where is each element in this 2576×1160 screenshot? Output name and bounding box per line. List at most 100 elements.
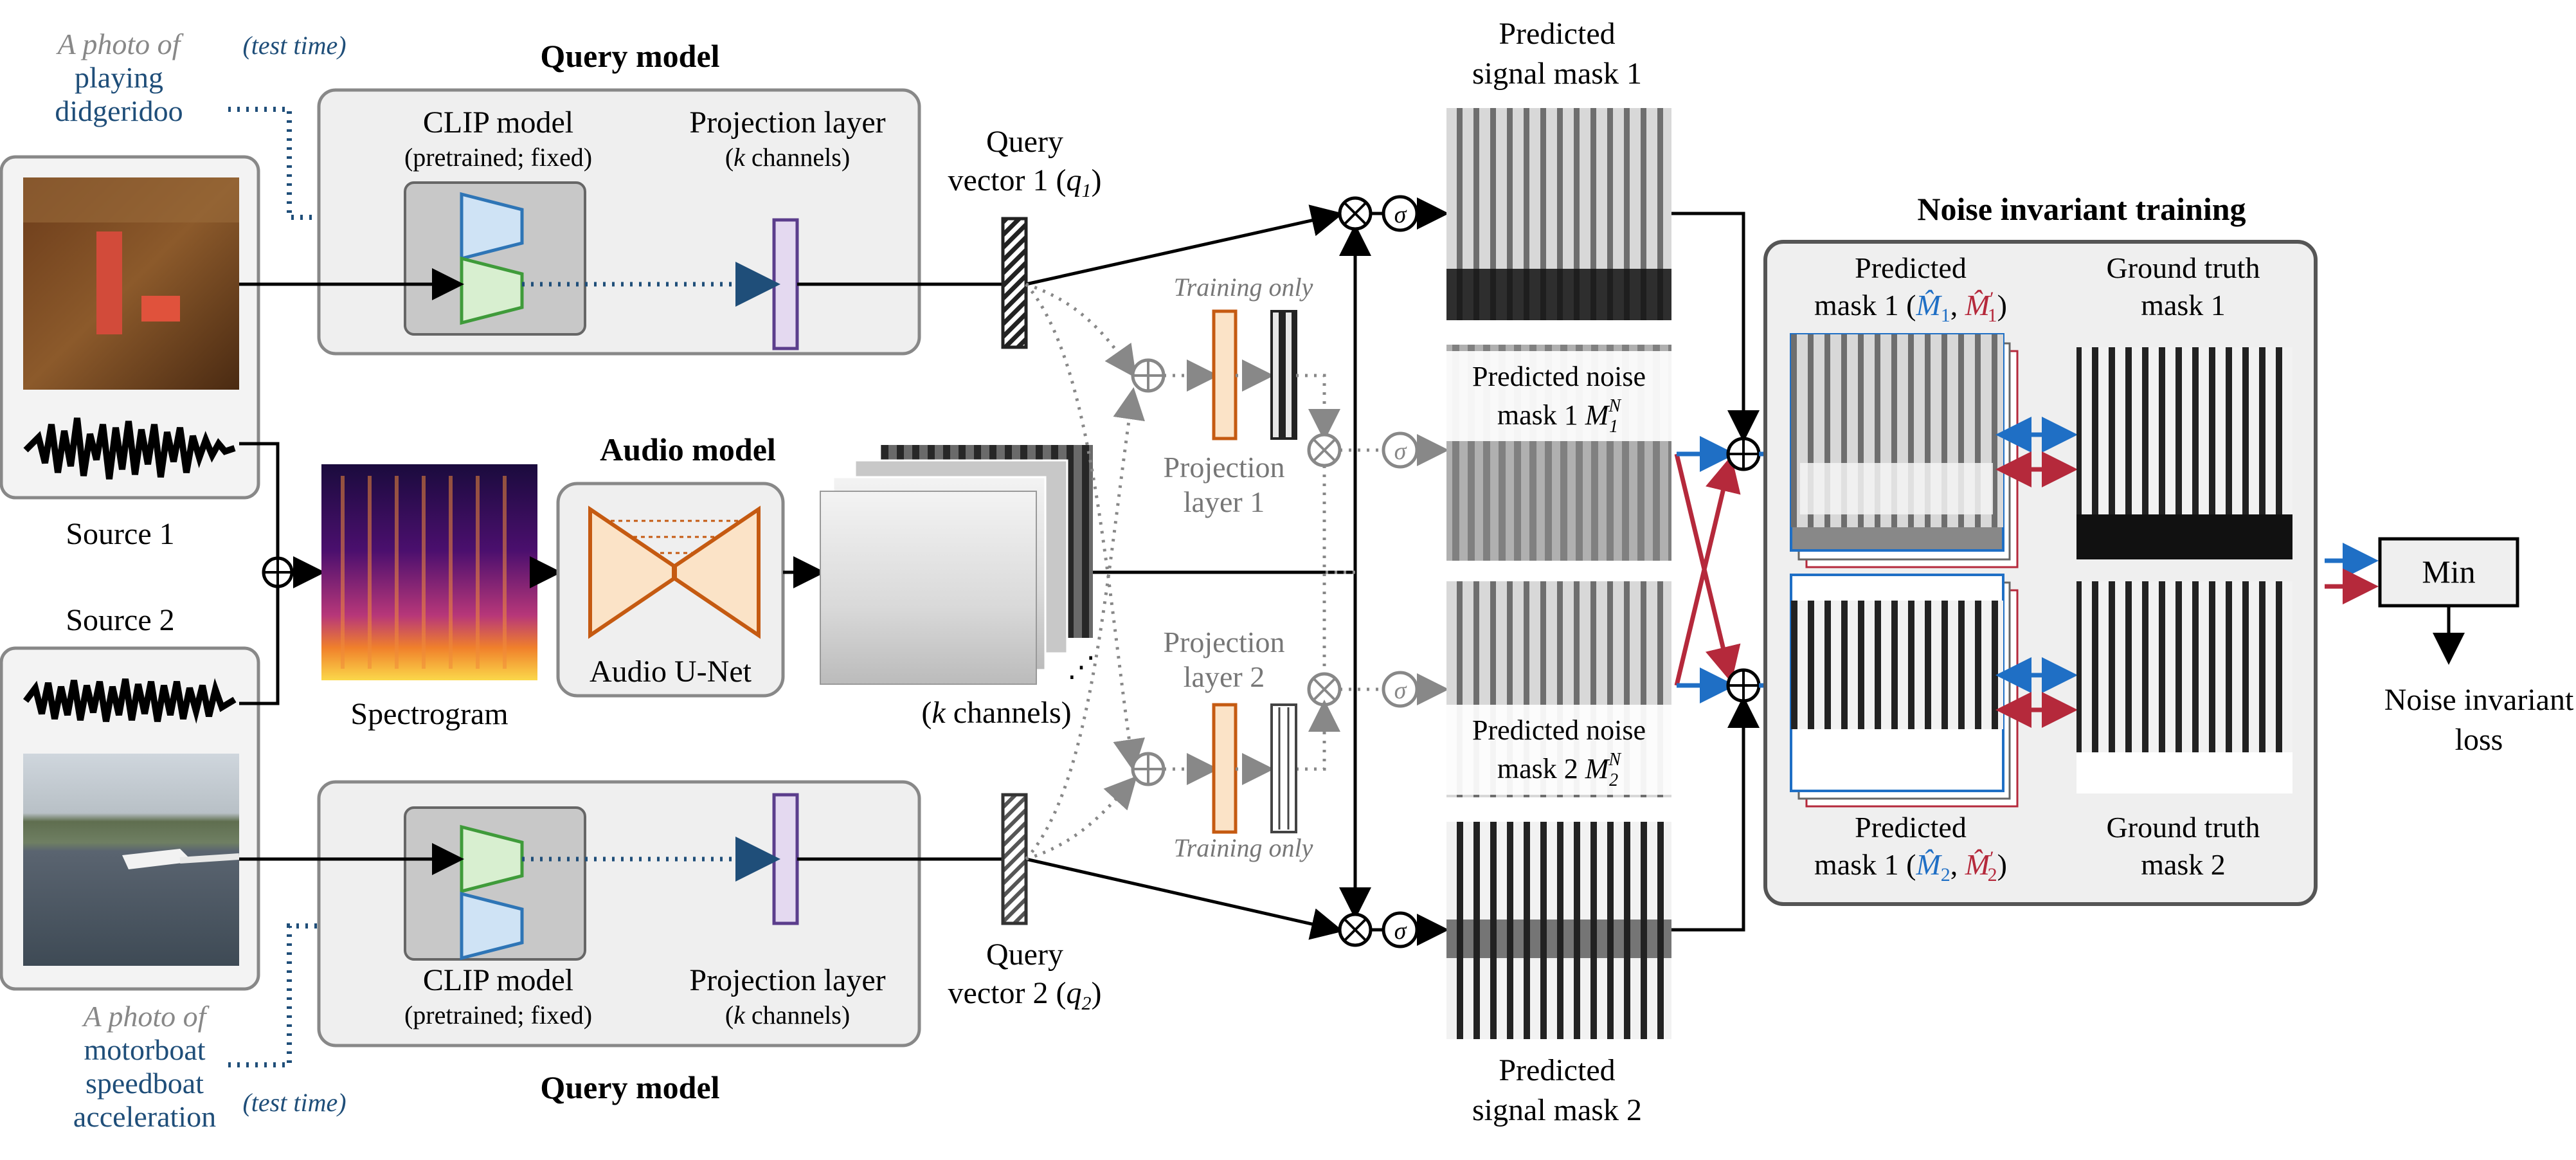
noise-query-2-to-mult bbox=[1296, 700, 1340, 771]
gt-2-line-2: mask 2 bbox=[2141, 848, 2226, 881]
query-model-top: Query model CLIP model (pretrained; fixe… bbox=[317, 38, 921, 356]
source-2-photo-wake bbox=[179, 853, 240, 864]
mult-bottom-group: σ bbox=[1338, 911, 1449, 948]
q1-to-add1-dotted bbox=[1025, 282, 1137, 379]
text-query-1-line-2: didgeridoo bbox=[55, 95, 183, 127]
text-query-2-caption: A photo of bbox=[82, 1000, 210, 1033]
noise-query-2-lines bbox=[1278, 707, 1290, 829]
signal-mask-1-line-2: signal mask 1 bbox=[1472, 57, 1642, 91]
proj-2-line-1: Projection bbox=[1163, 626, 1284, 658]
clip-top-title: CLIP model bbox=[423, 105, 573, 140]
text-query-1-caption: A photo of bbox=[56, 28, 185, 60]
clip-bottom-sub: (pretrained; fixed) bbox=[404, 1001, 592, 1029]
noise-mask-2-line-1: Predicted noise bbox=[1472, 714, 1646, 746]
source-1-to-mix bbox=[239, 442, 280, 559]
source-1-photo-detail bbox=[23, 177, 239, 222]
signal-2-to-sum-2 bbox=[1671, 696, 1760, 932]
source-1-group: Source 1 bbox=[0, 155, 260, 551]
loss-line-1: Noise invariant bbox=[2384, 683, 2574, 717]
noise-mask-1-label-bg bbox=[1446, 351, 1671, 441]
feature-channels-label: (k channels) bbox=[921, 696, 1071, 730]
test-time-1: (test time) bbox=[242, 31, 346, 60]
unet-label: Audio U-Net bbox=[590, 655, 752, 689]
proj-top-title: Projection layer bbox=[689, 105, 885, 140]
training-only-top: Training only bbox=[1174, 273, 1313, 302]
signal-mask-2-line-1: Predicted bbox=[1499, 1053, 1615, 1087]
query-vector-2-group: Query vector 2 (q2) bbox=[948, 793, 1101, 1014]
mult-bottom-cross bbox=[1344, 918, 1367, 941]
query-vector-1 bbox=[1001, 217, 1028, 349]
source-2-photo-boat bbox=[122, 849, 193, 869]
source-2-label: Source 2 bbox=[66, 603, 174, 637]
sum-2-cross bbox=[1729, 671, 1758, 700]
training-only-bottom: Training only bbox=[1174, 833, 1313, 862]
pred-2-texture bbox=[1791, 601, 2003, 729]
pred-1-line-2: mask 1 (M̂1, M̂′1) bbox=[1814, 288, 2007, 326]
query-vector-1-line-2: vector 1 (q1) bbox=[948, 163, 1102, 201]
source-2-group: Source 2 bbox=[0, 603, 260, 991]
query-vector-2 bbox=[1001, 793, 1028, 925]
pred-2-line-2: mask 1 (M̂2, M̂′2) bbox=[1814, 847, 2007, 885]
query-model-bottom: CLIP model (pretrained; fixed) Projectio… bbox=[317, 780, 921, 1105]
proj-1-line-1: Projection bbox=[1163, 451, 1284, 484]
q1-to-add2-dotted bbox=[1025, 283, 1146, 772]
clip-bottom-title: CLIP model bbox=[423, 963, 573, 997]
noise-mask-1-line-1: Predicted noise bbox=[1472, 361, 1646, 392]
q2-to-add1-dotted bbox=[1025, 387, 1145, 860]
signal-mask-2-line-2: signal mask 2 bbox=[1472, 1093, 1642, 1127]
noise-query-1-to-mult bbox=[1296, 374, 1340, 441]
proj-layer-top bbox=[772, 218, 799, 350]
source-1-waveform bbox=[23, 417, 236, 480]
training-branch: Training only Projection layer 1 σ Proje… bbox=[1025, 273, 1449, 862]
mult-noise-1-cross bbox=[1313, 439, 1336, 462]
loss-line-2: loss bbox=[2455, 723, 2503, 757]
proj-layer-1 bbox=[1212, 309, 1238, 440]
signal-mask-1-low bbox=[1446, 269, 1671, 320]
proj-bottom-sub: (k channels) bbox=[725, 1001, 850, 1029]
sigma-noise-1-label: σ bbox=[1394, 438, 1407, 465]
clip-text-encoder-bottom bbox=[460, 891, 524, 961]
add-2-cross bbox=[1134, 755, 1162, 783]
proj-2-line-2: layer 2 bbox=[1184, 660, 1265, 693]
add-1-cross bbox=[1134, 361, 1162, 390]
source-1-photo-figure bbox=[96, 231, 122, 334]
mult-top-cross bbox=[1344, 202, 1367, 225]
noise-2-to-sum-1 bbox=[1674, 455, 1741, 686]
min-group: Min Noise invariant loss bbox=[2325, 537, 2574, 757]
feature-map-ellipsis: ⋰ bbox=[1067, 651, 1095, 683]
sigma-bottom-label: σ bbox=[1394, 918, 1407, 945]
sum-1-cross bbox=[1729, 440, 1758, 468]
text-query-2-line-3: acceleration bbox=[73, 1100, 216, 1133]
noise-1-to-sum-2 bbox=[1674, 453, 1741, 683]
test-time-2: (test time) bbox=[242, 1088, 346, 1117]
query-vector-2-line-1: Query bbox=[986, 938, 1063, 972]
mix-plus-cross bbox=[264, 558, 292, 586]
text-query-1-line-1: playing bbox=[75, 61, 163, 94]
spectrogram-image bbox=[321, 464, 537, 680]
audio-model-title: Audio model bbox=[600, 431, 776, 467]
query-model-top-title: Query model bbox=[540, 38, 719, 74]
query-1-to-mult-arrow bbox=[1025, 204, 1344, 286]
feature-map-front bbox=[820, 491, 1037, 685]
query-model-bottom-title: Query model bbox=[540, 1069, 719, 1105]
noise-invariant-training: Noise invariant training Predicted mask … bbox=[1763, 191, 2318, 906]
nit-title: Noise invariant training bbox=[1917, 191, 2246, 227]
gt-2-line-1: Ground truth bbox=[2107, 811, 2260, 844]
signal-mask-2-band bbox=[1446, 920, 1671, 958]
text-query-2: A photo of motorboat speedboat accelerat… bbox=[73, 900, 467, 1133]
sigma-noise-2-label: σ bbox=[1394, 677, 1407, 704]
query-vector-1-line-1: Query bbox=[986, 125, 1063, 159]
pred-1-line-1: Predicted bbox=[1855, 251, 1967, 284]
source-1-label: Source 1 bbox=[66, 517, 174, 551]
unet-skip-connections bbox=[611, 520, 739, 554]
noise-query-2 bbox=[1270, 703, 1297, 833]
source-2-to-mix bbox=[239, 585, 280, 705]
mult-noise-2-cross bbox=[1313, 678, 1336, 701]
noise-query-1 bbox=[1270, 310, 1297, 440]
noise-mask-2-label-bg bbox=[1446, 705, 1671, 795]
signal-1-to-sum-1 bbox=[1671, 212, 1760, 442]
pred-2-line-1: Predicted bbox=[1855, 811, 1967, 844]
